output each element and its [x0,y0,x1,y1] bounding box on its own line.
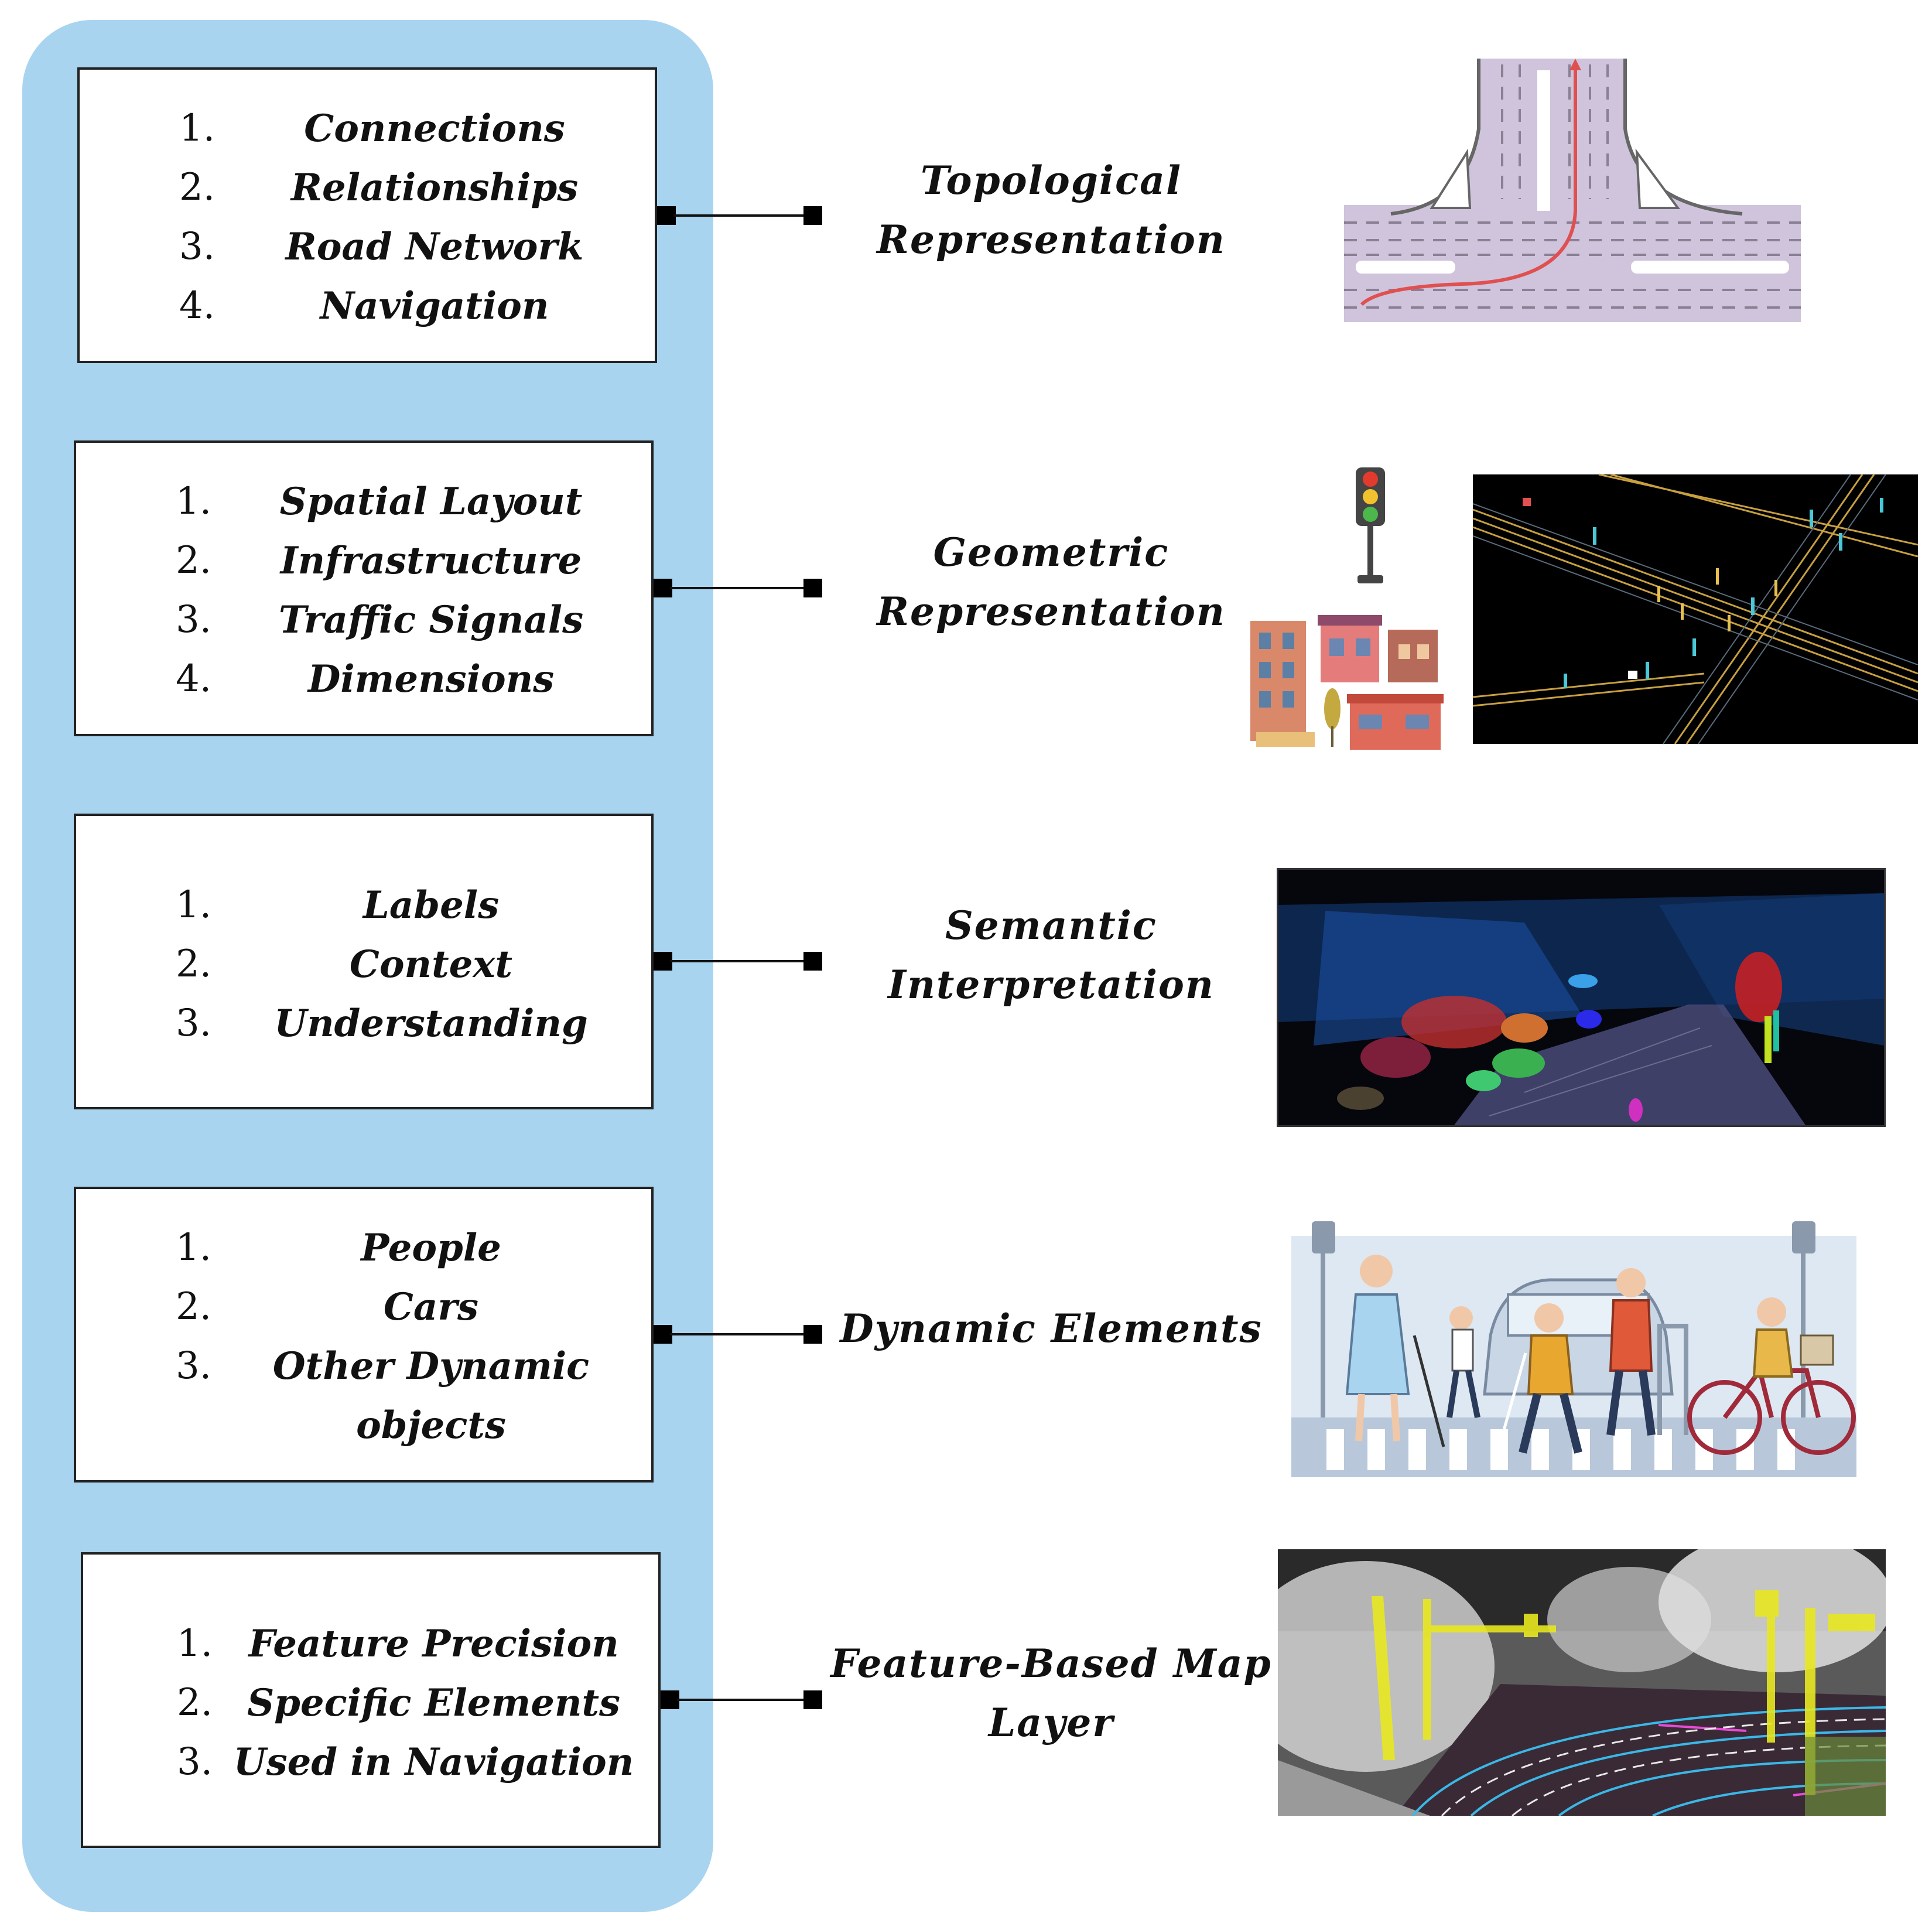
label-topological: Topological Representation [877,158,1226,262]
connector-line [673,214,820,217]
connector-line [677,1699,818,1701]
list-item: 3.Other Dynamic [176,1344,590,1388]
list-item: 1.Labels [176,883,500,927]
connector-end-square [803,1690,822,1709]
box-dynamic: 1.People 2.Cars 3.Other Dynamic objects [74,1187,654,1482]
connector-line [670,1333,816,1335]
label-semantic: Semantic Interpretation [888,903,1215,1007]
label-geometric: Geometric Representation [877,530,1226,634]
feature-map-lidar-overlay-icon [1278,1549,1886,1816]
road-intersection-map-icon [1344,59,1801,328]
list-item: 1.People [176,1226,501,1270]
list-item: 3.Understanding [176,1002,588,1046]
list-dynamic: 1.People 2.Cars 3.Other Dynamic objects [76,1218,651,1455]
connector-end-square [803,952,822,971]
label-dynamic: Dynamic Elements [840,1306,1263,1351]
connector-start-square [654,952,672,971]
list-item: 1.Connections [179,107,565,151]
connector-start-square [654,579,672,597]
list-semantic: 1.Labels 2.Context 3.Understanding [76,876,651,1053]
list-item: 1.Feature Precision [177,1622,619,1666]
pedestrians-crosswalk-illustration-icon [1291,1218,1856,1477]
list-item: 4.Dimensions [176,657,555,701]
list-feature-based: 1.Feature Precision 2.Specific Elements … [83,1614,658,1792]
list-item: 2.Specific Elements [177,1681,621,1725]
box-topological: 1.Connections 2.Relationships 3.Road Net… [77,67,657,363]
list-item: 2.Cars [176,1285,479,1329]
list-item: 2.Context [176,942,513,986]
list-geometric: 1.Spatial Layout 2.Infrastructure 3.Traf… [76,472,651,709]
list-topological: 1.Connections 2.Relationships 3.Road Net… [80,99,655,336]
box-feature-based: 1.Feature Precision 2.Specific Elements … [81,1552,661,1848]
list-item: objects [356,1403,506,1447]
list-item: 3.Traffic Signals [176,598,584,642]
list-item: 3.Road Network [179,225,584,269]
connector-end-square [803,206,822,225]
connector-end-square [803,579,822,597]
label-feature-based: Feature-Based Map Layer [830,1641,1272,1745]
connector-start-square [654,1325,672,1344]
connector-start-square [657,206,676,225]
list-item: 1.Spatial Layout [176,480,583,524]
connector-start-square [661,1690,679,1709]
traffic-light-buildings-and-geometric-map-icon [1247,463,1918,756]
list-item: 3.Used in Navigation [177,1740,634,1784]
connector-end-square [803,1325,822,1344]
connector-line [670,587,816,589]
connector-line [670,960,816,962]
list-item: 4.Navigation [179,284,549,328]
box-semantic: 1.Labels 2.Context 3.Understanding [74,814,654,1109]
semantic-point-cloud-icon [1277,868,1886,1127]
box-geometric: 1.Spatial Layout 2.Infrastructure 3.Traf… [74,440,654,736]
list-item: 2.Infrastructure [176,539,582,583]
list-item: 2.Relationships [179,166,579,210]
